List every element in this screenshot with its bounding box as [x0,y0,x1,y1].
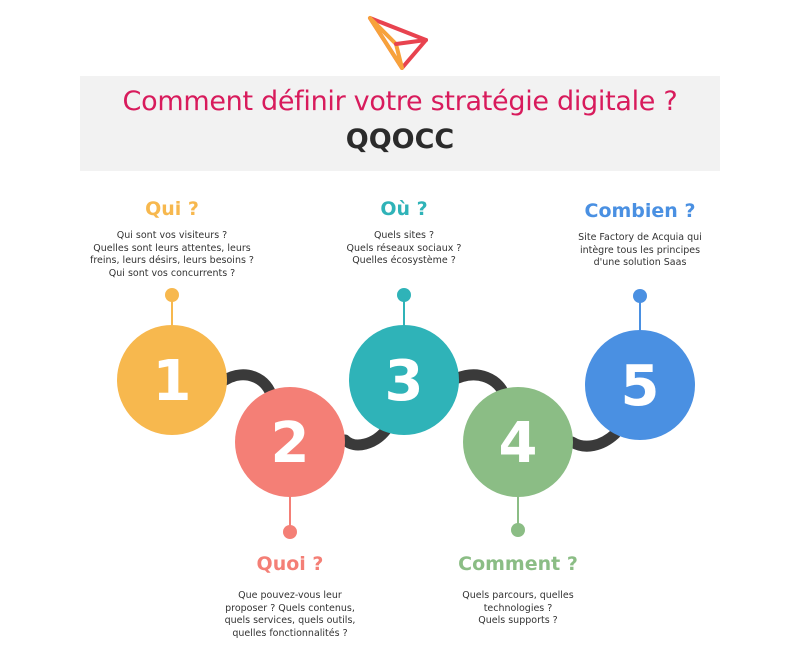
marker-dot-2 [283,525,297,539]
desc-line: proposer ? Quels contenus, [225,602,355,614]
step-circle-4 [463,387,573,497]
step-desc-ou: Quels sites ? Quels réseaux sociaux ? Qu… [314,230,494,268]
page-subtitle: QQOCC [345,124,455,155]
desc-line: d'une solution Saas [593,257,687,268]
desc-line: quels services, quels outils, [224,615,356,626]
marker-dot-5 [633,289,647,303]
page-title: Comment définir votre stratégie digitale… [122,86,678,117]
desc-line: Quelles sont leurs attentes, leurs [93,242,251,254]
step-number-1: 1 [153,349,192,414]
desc-line: Que pouvez-vous leur [238,590,342,601]
desc-line: Quels supports ? [478,615,558,626]
desc-line: Quelles écosystème ? [352,255,456,266]
marker-dot-1 [165,288,179,302]
marker-dot-4 [511,523,525,537]
step-desc-quoi: Que pouvez-vous leur proposer ? Quels co… [200,590,380,640]
step-desc-combien: Site Factory de Acquia qui intègre tous … [550,232,730,270]
step-title-qui: Qui ? [145,198,199,220]
step-circle-2 [235,387,345,497]
step-desc-comment: Quels parcours, quelles technologies ? Q… [428,590,608,628]
header-banner: Comment définir votre stratégie digitale… [80,76,720,171]
step-circle-1 [117,325,227,435]
step-number-3: 3 [385,349,424,414]
desc-line: Qui sont vos concurrents ? [108,267,236,279]
desc-line: Quels réseaux sociaux ? [346,242,462,254]
step-number-2: 2 [271,411,310,476]
step-title-ou: Où ? [380,198,428,220]
step-number-4: 4 [499,411,538,476]
step-number-5: 5 [621,354,660,419]
step-title-combien: Combien ? [584,200,696,222]
desc-line: Qui sont vos visiteurs ? [116,230,228,241]
paper-plane-logo-icon [368,16,428,70]
step-circle-5 [585,330,695,440]
desc-line: freins, leurs désirs, leurs besoins ? [90,255,254,266]
desc-line: Quels sites ? [373,230,435,241]
desc-line: quelles fonctionnalités ? [232,627,348,639]
desc-line: technologies ? [483,602,553,614]
desc-line: Quels parcours, quelles [462,590,574,601]
step-title-comment: Comment ? [458,553,578,575]
step-title-quoi: Quoi ? [256,553,324,575]
desc-line: Site Factory de Acquia qui [578,232,702,243]
marker-dot-3 [397,288,411,302]
step-desc-qui: Qui sont vos visiteurs ? Quelles sont le… [82,230,262,280]
step-circle-3 [349,325,459,435]
desc-line: intègre tous les principes [579,244,701,256]
